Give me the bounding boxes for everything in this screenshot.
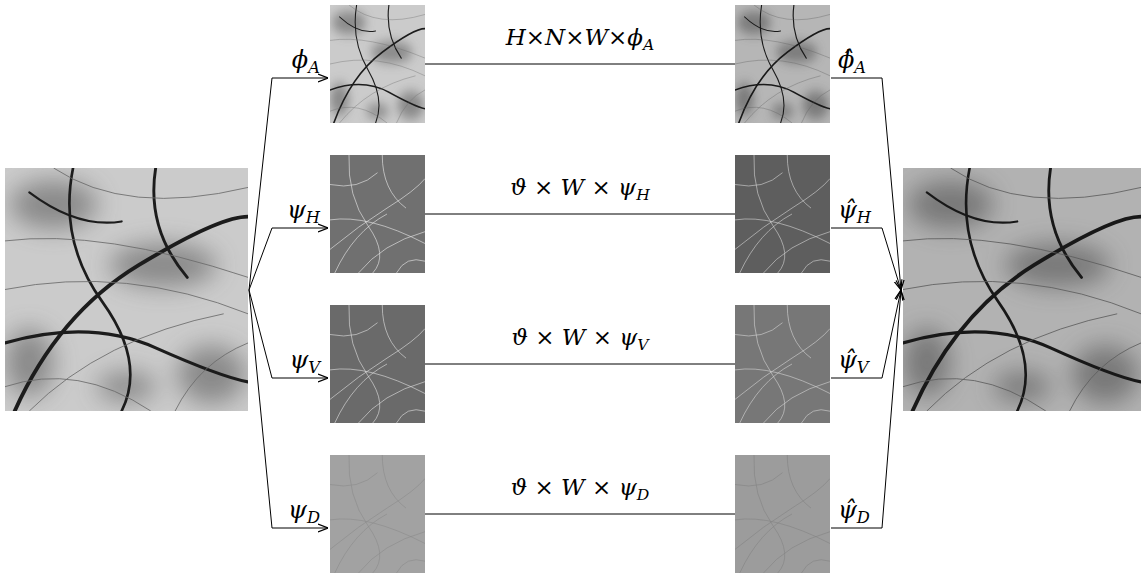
band-label: ϕA xyxy=(292,46,320,75)
math-symbol: × xyxy=(592,174,611,200)
math-symbol: A xyxy=(854,58,866,77)
math-symbol xyxy=(611,174,618,200)
math-symbol: V xyxy=(637,335,648,354)
connector-line xyxy=(425,514,735,515)
math-symbol: ψ xyxy=(619,474,637,500)
math-symbol: ψ̂ xyxy=(838,346,857,374)
math-symbol: W xyxy=(561,474,585,500)
math-symbol: ψ xyxy=(288,496,307,524)
band-label: ψD xyxy=(288,496,320,525)
math-symbol: H xyxy=(636,185,650,204)
band-label: ψV xyxy=(289,346,320,375)
math-symbol: × xyxy=(592,474,611,500)
math-symbol: V xyxy=(308,358,320,377)
band-label: ϕ̂A xyxy=(838,46,866,75)
math-symbol: D xyxy=(307,508,320,527)
math-symbol: H xyxy=(306,208,320,227)
math-symbol: ψ̂ xyxy=(838,496,857,524)
math-symbol: ψ̂ xyxy=(838,196,857,224)
math-symbol: ψ xyxy=(287,196,306,224)
subband-image: ψD xyxy=(330,455,425,573)
math-symbol xyxy=(554,324,561,350)
subband-image: ϕA xyxy=(330,5,425,123)
math-symbol xyxy=(585,324,592,350)
math-symbol: × xyxy=(526,24,545,50)
math-symbol: ϑ xyxy=(510,174,526,200)
math-symbol xyxy=(527,174,534,200)
math-symbol xyxy=(527,474,534,500)
math-symbol: H xyxy=(857,208,871,227)
math-symbol xyxy=(612,324,619,350)
math-symbol: ϑ xyxy=(511,474,527,500)
math-symbol xyxy=(585,474,592,500)
subband-image: ψV xyxy=(330,305,425,423)
math-symbol: ψ xyxy=(618,174,636,200)
math-symbol: A xyxy=(308,58,320,77)
math-symbol: × xyxy=(535,324,554,350)
connector-line xyxy=(425,214,735,215)
math-symbol xyxy=(528,324,535,350)
math-symbol: × xyxy=(534,174,553,200)
band-label: ψ̂H xyxy=(838,196,871,225)
subband-image: ψ̂V xyxy=(735,305,830,423)
math-symbol: × xyxy=(565,24,584,50)
math-symbol xyxy=(611,474,618,500)
connector-line xyxy=(425,64,735,65)
math-symbol: V xyxy=(857,358,869,377)
connector-line xyxy=(425,364,735,365)
subband-image: ψH xyxy=(330,155,425,273)
math-symbol: H xyxy=(506,24,526,50)
subband-image: ψ̂H xyxy=(735,155,830,273)
subband-image: ϕ̂A xyxy=(735,5,830,123)
math-symbol: ψ xyxy=(619,324,637,350)
math-symbol: × xyxy=(608,24,627,50)
math-symbol: W xyxy=(584,24,608,50)
band-label: ψ̂D xyxy=(838,496,870,525)
math-symbol: × xyxy=(593,324,612,350)
operator-label: ϑ × W × ψV xyxy=(507,324,652,352)
subband-image: ψ̂D xyxy=(735,455,830,573)
operator-label: ϑ × W × ψD xyxy=(507,474,653,502)
math-symbol: ϕ xyxy=(292,46,308,74)
band-label: ψH xyxy=(287,196,320,225)
math-symbol: W xyxy=(562,324,586,350)
math-symbol: D xyxy=(857,508,870,527)
math-symbol: ϕ xyxy=(627,24,643,50)
math-symbol xyxy=(554,474,561,500)
math-symbol: ψ xyxy=(289,346,308,374)
math-symbol: D xyxy=(637,485,650,504)
math-symbol: ϑ xyxy=(511,324,527,350)
math-symbol xyxy=(553,174,560,200)
math-symbol: W xyxy=(561,174,585,200)
math-symbol: A xyxy=(643,35,654,54)
math-symbol: ϕ̂ xyxy=(838,46,854,74)
band-label: ψ̂V xyxy=(838,346,869,375)
operator-label: ϑ × W × ψH xyxy=(506,174,654,202)
math-symbol xyxy=(584,174,591,200)
operator-label: H×N×W×ϕA xyxy=(502,24,659,52)
math-symbol: × xyxy=(535,474,554,500)
math-symbol: N xyxy=(545,24,565,50)
